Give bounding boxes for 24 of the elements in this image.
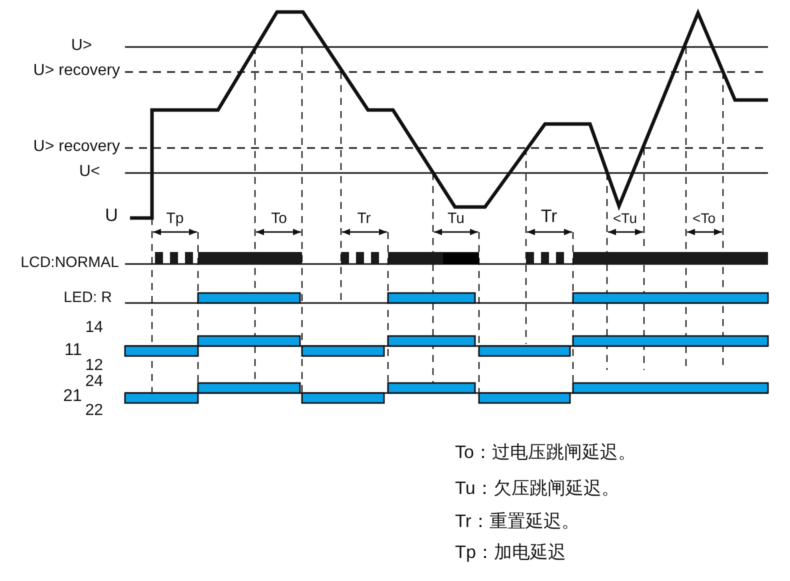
time-label: <Tu (612, 211, 638, 225)
time-label: Tr (356, 211, 372, 226)
signal-label: LED: R (64, 290, 112, 305)
time-label: Tp (165, 211, 185, 226)
time-label: To (270, 211, 288, 226)
level-label: U< (79, 164, 100, 180)
level-label: U> recovery (33, 139, 120, 155)
time-label: Tu (446, 211, 466, 226)
note-text: To：过电压跳闸延迟。 (455, 443, 636, 461)
level-label: U> recovery (33, 63, 120, 79)
terminal-label: 21 (63, 387, 82, 404)
terminal-label: 11 (64, 341, 82, 358)
signal-label: LCD:NORMAL (20, 255, 119, 270)
note-text: Tr：重置延迟。 (455, 512, 580, 530)
note-text: Tp：加电延迟 (455, 543, 566, 561)
note-text: Tu：欠压跳闸延迟。 (455, 479, 620, 497)
terminal-label: 24 (85, 374, 103, 390)
level-label: U> (71, 38, 92, 54)
terminal-label: 22 (85, 403, 103, 419)
time-label: <To (692, 211, 716, 225)
terminal-label: 12 (85, 358, 103, 374)
time-label: Tr (540, 207, 558, 225)
signal-label: U (105, 206, 118, 224)
terminal-label: 14 (85, 320, 103, 336)
